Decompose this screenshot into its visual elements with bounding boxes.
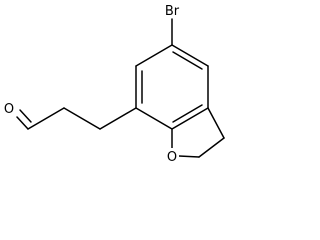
furan-oxygen-label: O <box>167 150 177 165</box>
dihydrofuran-ring <box>171 107 225 158</box>
bond-c3a-c3 <box>207 107 225 139</box>
double-bond-cho-o <box>19 109 32 123</box>
propanal-chain <box>16 107 137 130</box>
benzene-ring <box>135 44 209 130</box>
double-bond-c5-c4 <box>172 51 203 70</box>
bond-c3-c2 <box>198 137 225 158</box>
bond-c3a-c7a <box>171 107 209 130</box>
bond-c5-c4 <box>171 44 209 67</box>
bond-ca-cb <box>63 107 101 130</box>
chemical-structure: Br O O <box>2 4 225 165</box>
bond-cb-cho <box>27 107 65 130</box>
bond-c7-ca <box>99 107 137 130</box>
bond-c7a-c7 <box>135 107 173 130</box>
bond-c2-o1 <box>178 155 200 158</box>
double-bond-c3a-c7a <box>172 104 203 123</box>
bond-cho-o <box>16 116 29 130</box>
bond-c6-c5 <box>135 44 173 67</box>
aldehyde-oxygen-label: O <box>4 102 14 117</box>
bromine-label: Br <box>165 4 180 19</box>
